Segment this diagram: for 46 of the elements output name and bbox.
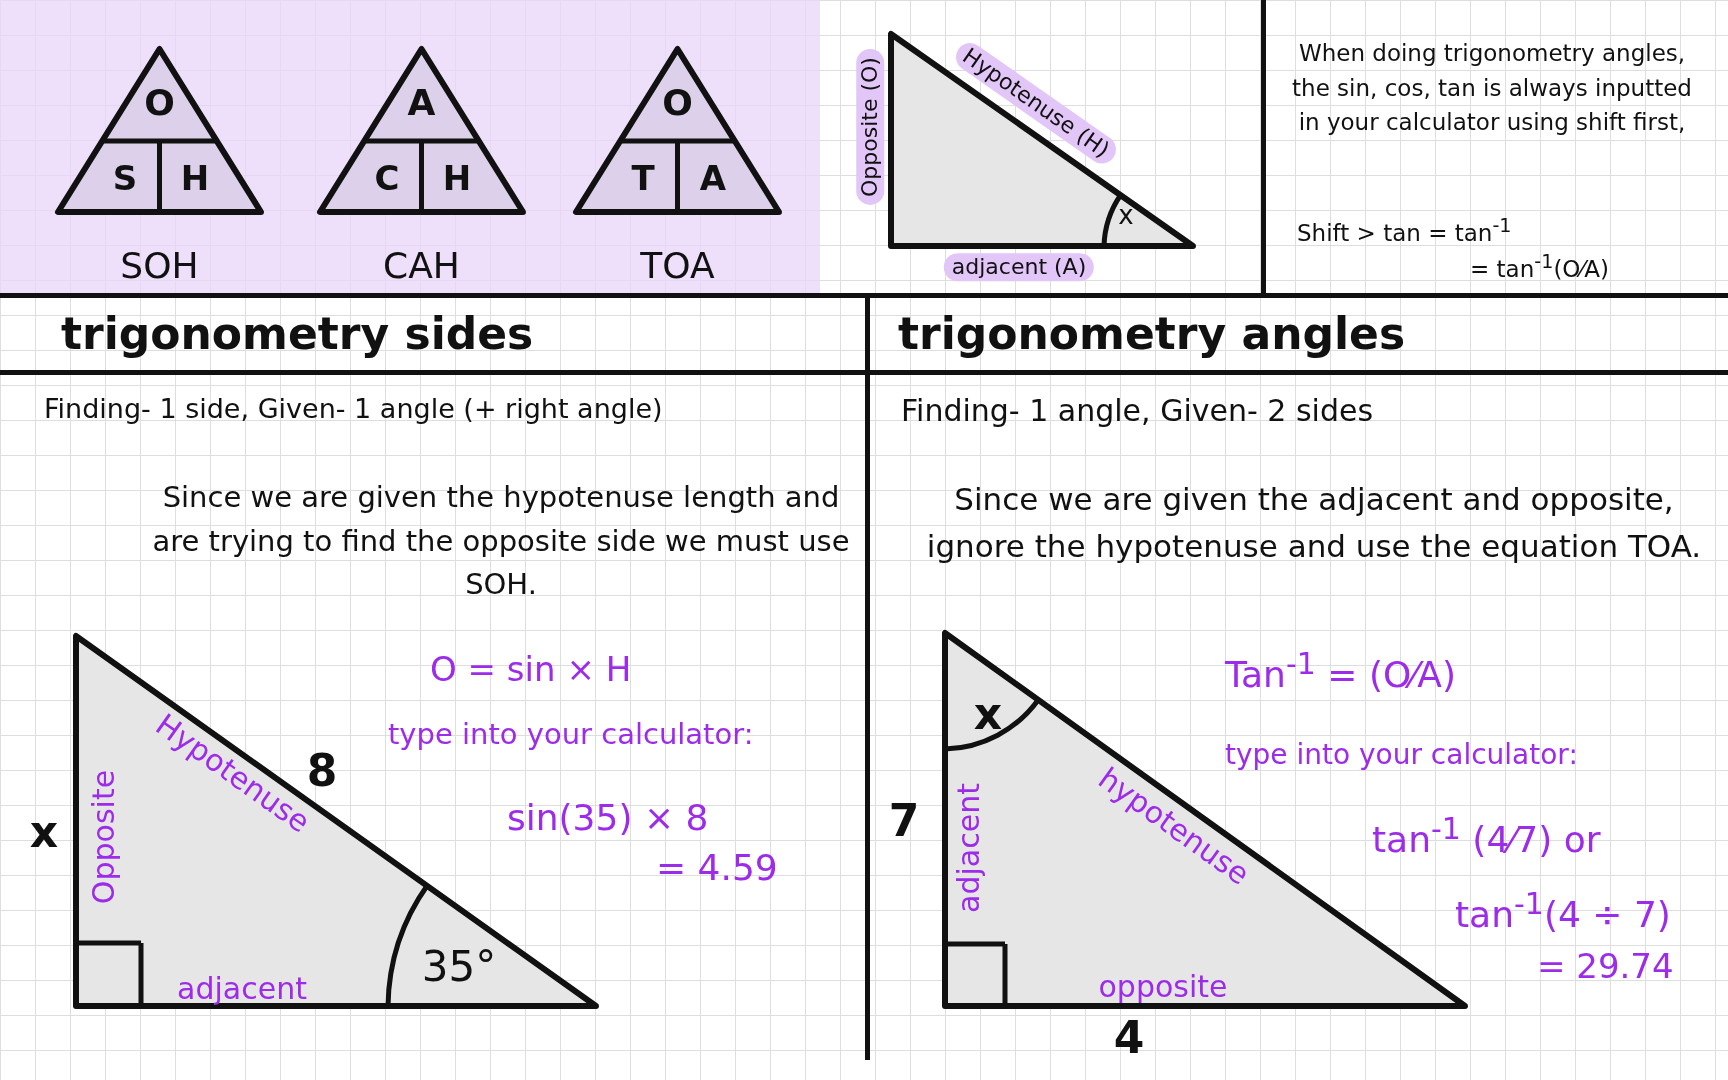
- formula-text: = 29.74: [1537, 945, 1674, 988]
- formula-text: = tan$^{-1}$(O⁄A): [1470, 250, 1609, 284]
- formula-triangle: [55, 46, 264, 215]
- triangle-letter: H: [442, 160, 472, 198]
- angle-label: x: [973, 689, 1003, 739]
- note-text: When doing trigonometry angles, the sin, cos, tan is always inputted in your calculator using shift first,: [1291, 39, 1693, 137]
- explanation-text: Since we are given the hypotenuse length and are trying to find the opposite side we must use SOH.: [151, 479, 851, 603]
- side-length: 7: [888, 796, 920, 846]
- side-label: x: [29, 807, 59, 857]
- formula-text: tan$^{-1}$(4 ÷ 7): [1455, 885, 1671, 937]
- side-label: adjacent: [951, 783, 985, 913]
- triangle-caption: SOH: [120, 246, 199, 286]
- triangle-caption: TOA: [640, 246, 715, 286]
- triangle-letter: A: [699, 160, 727, 198]
- section-heading: trigonometry angles: [898, 307, 1406, 361]
- instruction-text: type into your calculator:: [388, 716, 754, 753]
- formula-text: Tan$^{-1}$ = (O⁄A): [1225, 645, 1456, 697]
- note-text: Finding- 1 angle, Given- 2 sides: [901, 392, 1374, 430]
- formula-triangle: [573, 46, 782, 215]
- formula-text: sin(35) × 8: [507, 796, 709, 840]
- side-label: Opposite: [86, 769, 120, 905]
- side-label: opposite: [1098, 969, 1228, 1003]
- note-text: Finding- 1 side, Given- 1 angle (+ right angle): [44, 392, 663, 426]
- triangle-letter: S: [112, 160, 138, 198]
- side-length: 8: [306, 746, 338, 796]
- section-heading: trigonometry sides: [61, 307, 534, 361]
- triangle-letter: O: [662, 83, 693, 123]
- triangle-letter: C: [374, 160, 400, 198]
- triangle-letter: H: [180, 160, 210, 198]
- triangle-letter: T: [631, 160, 655, 198]
- side-label: adjacent: [177, 971, 307, 1005]
- side-length: 4: [1113, 1013, 1145, 1063]
- explanation-text: Since we are given the adjacent and opposite, ignore the hypotenuse and use the equation TOA.: [925, 480, 1703, 566]
- angle-label: 35°: [421, 943, 497, 991]
- formula-text: = 4.59: [656, 846, 778, 890]
- triangle-letter: O: [144, 83, 175, 123]
- triangle-caption: CAH: [383, 246, 460, 286]
- formula-triangle: [317, 46, 526, 215]
- triangle-letter: A: [407, 83, 436, 123]
- right-triangle: [888, 31, 1199, 249]
- angle-label: x: [1118, 200, 1134, 230]
- formula-text: O = sin × H: [430, 648, 632, 691]
- formula-text: Shift > tan = tan$^{-1}$: [1297, 214, 1512, 248]
- side-label: adjacent (A): [943, 253, 1095, 281]
- side-label: Opposite (O): [856, 49, 884, 205]
- formula-text: tan$^{-1}$ (4⁄7) or: [1372, 810, 1601, 862]
